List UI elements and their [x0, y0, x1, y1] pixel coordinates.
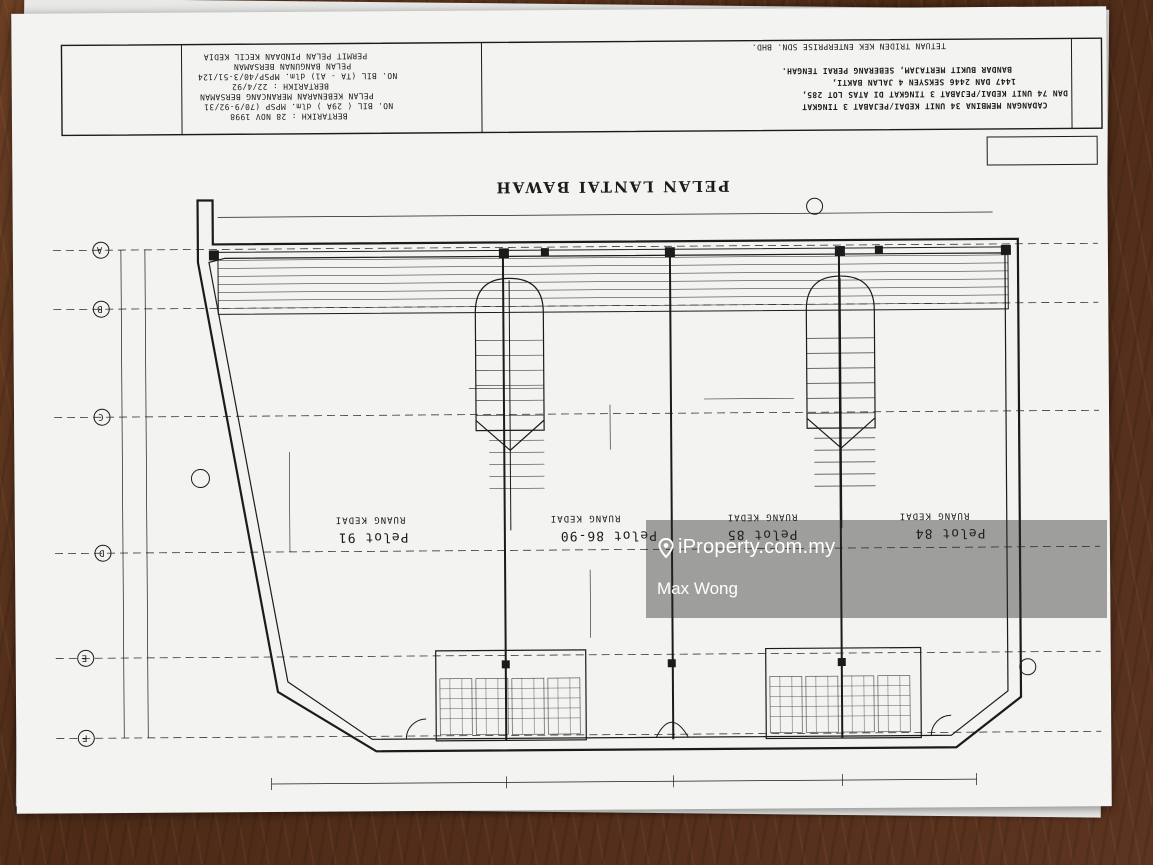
- title-block-left-line: PELAN BANGUNAN BERSAMAN: [233, 61, 352, 72]
- grid-label: E: [81, 652, 88, 663]
- floor-plan-sheet: PERMIT PELAN PINDAAN KECIL KEDIA PELAN B…: [11, 6, 1112, 814]
- title-block-right-line: TETUAN TRIDEN KEK ENTERPRISE SDN. BHD.: [751, 41, 946, 52]
- watermark-logo-text: iProperty.com.my: [678, 536, 836, 558]
- watermark-agent-name: Max Wong: [657, 579, 738, 598]
- room-name: RUANG KEDAI: [334, 514, 406, 525]
- room-name: RUANG KEDAI: [549, 512, 621, 524]
- plan-title: PELAN LANTAI BAWAH: [494, 176, 730, 197]
- plot-label: Pelot 91: [337, 529, 409, 545]
- title-block-left-line: BERTARIKH : 22/4/92: [231, 81, 329, 92]
- grid-label: F: [82, 732, 88, 743]
- watermark-banner: [646, 520, 1107, 618]
- watermark-logo: iProperty.com.my: [658, 536, 835, 559]
- title-block-left-line: NO. BIL ( 29A ) dlm. MPSP (70/9-92/31: [203, 101, 394, 112]
- grid-label: B: [97, 303, 103, 314]
- title-block-left-line: PELAN KEBENARAN MERANCANG BERSAMAN: [199, 91, 374, 102]
- grid-label: D: [98, 547, 105, 558]
- grid-label: C: [97, 411, 104, 422]
- title-block-right-line: BANDAR BUKIT MERTAJAM, SEBERANG PERAI TE…: [781, 64, 1012, 76]
- title-block-right-line: 1447 DAN 2446 SEKSYEN 4 JALAN BAKTI,: [831, 76, 1016, 88]
- plot-label: Pelot 86-90: [559, 527, 658, 544]
- location-pin-icon: [658, 537, 674, 558]
- title-block-left-line: PERMIT PELAN PINDAAN KECIL KEDIA: [203, 51, 368, 62]
- title-block-right-line: DAN 74 UNIT KEDAI/PEJABAT 3 TINGKAT DI A…: [801, 88, 1068, 100]
- floor-plan-drawing: [52, 37, 1103, 791]
- title-block-right-line: CADANGAN MEMBINA 34 UNIT KEDAI/PEJABAT 3…: [801, 100, 1048, 112]
- grid-label: A: [96, 244, 103, 255]
- title-block-left-line: BERTARIKH : 28 NOV 1998: [229, 111, 348, 122]
- title-block-left-line: NO. BIL (TA - A1) dlm. MPSP/40/3-51/124: [197, 71, 398, 82]
